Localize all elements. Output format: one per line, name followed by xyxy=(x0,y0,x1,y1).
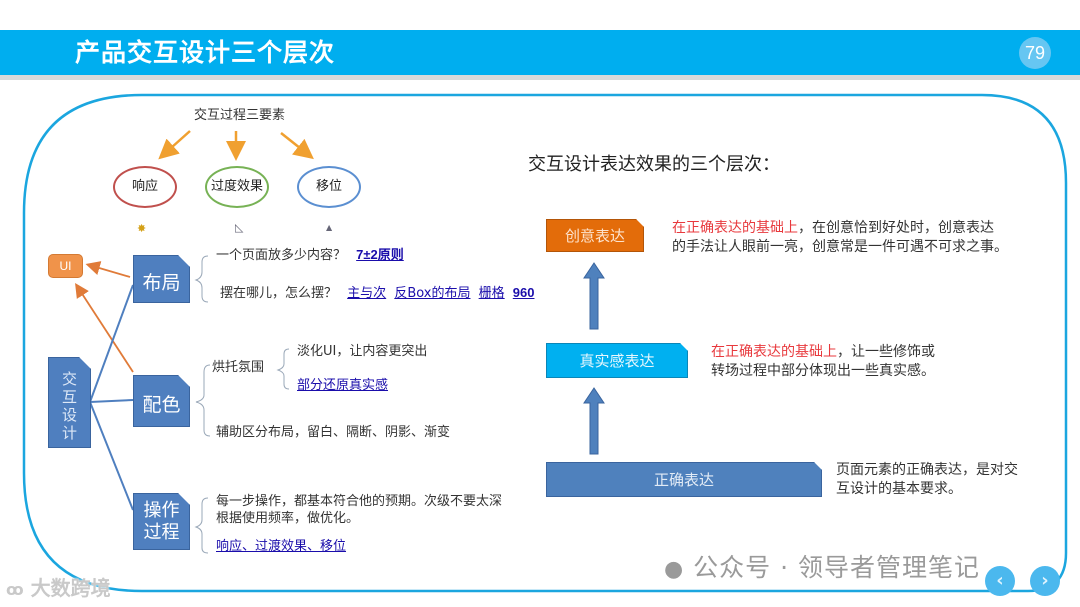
branch-process-label-2: 过程 xyxy=(143,522,180,543)
header-shadow xyxy=(0,75,1080,80)
color-sub-label: 烘托氛围 xyxy=(212,360,265,375)
brand-watermark-text: 大数跨境 xyxy=(30,576,111,600)
elements-title: 交互过程三要素 xyxy=(194,108,286,123)
root-char: 设 xyxy=(61,406,77,424)
link-seven-plus-minus-two[interactable]: 7±2原则 xyxy=(356,247,404,262)
desc-text: 互设计的基本要求。 xyxy=(836,481,962,497)
desc-text: ，在创意恰到好处时，创意表达 xyxy=(798,220,994,236)
brand-watermark: ꝏ 大数跨境 xyxy=(6,572,111,601)
desc-text: ，让一些修饰或 xyxy=(837,344,935,360)
prev-slide-button[interactable]: ‹ xyxy=(985,566,1015,596)
color-sub-item1: 淡化UI，让内容更突出 xyxy=(297,344,428,359)
link-restore-realism[interactable]: 部分还原真实感 xyxy=(297,378,389,393)
branch-process-label-1: 操作 xyxy=(143,500,180,521)
color-line2: 辅助区分布局，留白、隔断、阴影、渐变 xyxy=(216,425,451,440)
wechat-icon: ● xyxy=(664,557,685,582)
link-response-transition-displacement[interactable]: 响应、过渡效果、移位 xyxy=(216,539,347,554)
highlight-text: 在正确表达的基础上 xyxy=(672,220,798,236)
page-number-badge: 79 xyxy=(1019,37,1051,69)
wechat-watermark: ● 公众号 · 领导者管理笔记 xyxy=(664,548,980,584)
level-correct-label: 正确表达 xyxy=(653,471,714,489)
link-anti-box-layout[interactable]: 反Box的布局 xyxy=(394,286,471,301)
page-title: 产品交互设计三个层次 xyxy=(75,38,336,67)
element-displacement-label: 移位 xyxy=(315,179,342,194)
branch-node-layout: 布局 xyxy=(133,255,190,303)
arrow-up-icon xyxy=(583,387,605,455)
chevron-right-icon: › xyxy=(1041,570,1049,591)
burst-icon: ✸ xyxy=(137,222,147,235)
level-creative-label: 创意表达 xyxy=(564,227,625,245)
level-realism-desc: 在正确表达的基础上，让一些修饰或 转场过程中部分体现出一些真实感。 xyxy=(711,343,935,381)
level-realism-label: 真实感表达 xyxy=(579,352,655,370)
branch-layout-label: 布局 xyxy=(142,272,181,294)
highlight-text: 在正确表达的基础上 xyxy=(711,344,837,360)
wechat-watermark-text: 公众号 · 领导者管理笔记 xyxy=(693,553,980,582)
process-text-line2: 根据使用频率，做优化。 xyxy=(216,511,360,526)
shape-icon: ▲ xyxy=(326,223,333,232)
root-node-interaction-design: 交 互 设 计 xyxy=(48,357,91,448)
layout-line2-text: 摆在哪儿，怎么摆？ xyxy=(220,286,338,301)
arrow-up-icon xyxy=(583,262,605,330)
branch-node-process: 操作 过程 xyxy=(133,493,190,550)
link-grid[interactable]: 栅格 xyxy=(478,286,505,301)
root-char: 计 xyxy=(61,424,77,442)
triangle-ruler-icon: ◺ xyxy=(235,221,244,234)
element-response-label: 响应 xyxy=(131,179,158,194)
levels-title: 交互设计表达效果的三个层次： xyxy=(528,154,780,175)
desc-text: 转场过程中部分体现出一些真实感。 xyxy=(711,363,935,379)
next-slide-button[interactable]: › xyxy=(1030,566,1060,596)
element-response: 响应 xyxy=(113,166,177,208)
ui-box: UI xyxy=(48,254,83,278)
connector-lines xyxy=(75,130,314,554)
layout-line2: 摆在哪儿，怎么摆？ 主与次 反Box的布局 栅格 960 xyxy=(220,284,534,303)
process-text-line1: 每一步操作，都基本符合他的预期。次级不要太深 xyxy=(216,494,503,509)
level-creative-expression: 创意表达 xyxy=(546,219,644,252)
element-displacement: 移位 xyxy=(297,166,361,208)
level-correct-expression: 正确表达 xyxy=(546,462,822,497)
level-realism-expression: 真实感表达 xyxy=(546,343,688,378)
layout-line1: 一个页面放多少内容？ 7±2原则 xyxy=(216,246,404,265)
brand-logo-icon: ꝏ xyxy=(6,580,24,599)
branch-color-label: 配色 xyxy=(142,394,181,416)
layout-line1-text: 一个页面放多少内容？ xyxy=(216,248,347,263)
chevron-left-icon: ‹ xyxy=(996,570,1004,591)
link-primary-secondary[interactable]: 主与次 xyxy=(347,286,387,301)
header-bar xyxy=(0,30,1080,75)
root-char: 互 xyxy=(61,388,77,406)
element-transition: 过度效果 xyxy=(205,166,269,208)
branch-node-color: 配色 xyxy=(133,375,190,427)
level-correct-desc: 页面元素的正确表达，是对交 互设计的基本要求。 xyxy=(836,461,1018,499)
element-transition-label: 过度效果 xyxy=(210,179,263,194)
desc-text: 页面元素的正确表达，是对交 xyxy=(836,462,1018,478)
level-creative-desc: 在正确表达的基础上，在创意恰到好处时，创意表达 的手法让人眼前一亮，创意常是一件… xyxy=(672,219,1008,257)
desc-text: 的手法让人眼前一亮，创意常是一件可遇不可求之事。 xyxy=(672,239,1008,255)
root-char: 交 xyxy=(61,370,77,388)
link-960[interactable]: 960 xyxy=(512,285,535,300)
